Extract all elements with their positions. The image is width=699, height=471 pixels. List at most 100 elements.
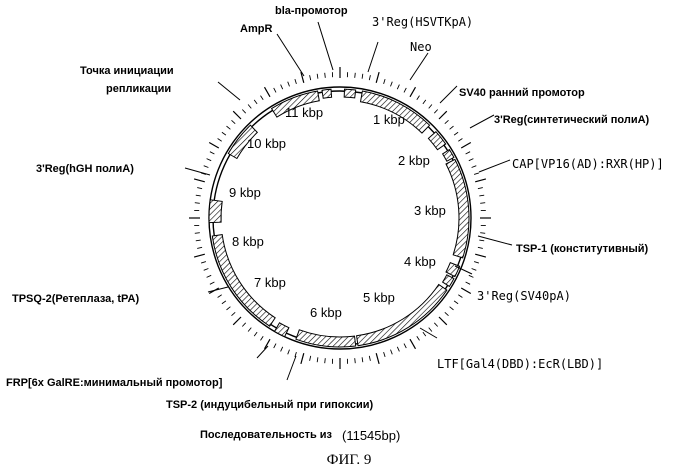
scale-tick (369, 356, 370, 361)
label-reg-hsvtkpa: 3'Reg(HSVTKpA) (372, 15, 473, 29)
scale-tick (242, 323, 245, 327)
label-frp: FRP[6x GalRE:минимальный промотор] (6, 377, 223, 389)
scale-tick (254, 100, 257, 104)
scale-tick (480, 203, 485, 204)
scale-tick (454, 301, 458, 304)
scale-tick (479, 240, 484, 241)
scale-tick (210, 152, 215, 154)
segment-reg-hsvtkpa (344, 89, 356, 98)
scale-tick (325, 73, 326, 78)
scale-tick (274, 344, 276, 349)
scale-tick (222, 132, 226, 135)
label-ltf: LTF[Gal4(DBD):EcR(LBD)] (437, 357, 603, 371)
kbp-marker-4: 4 kbp (404, 254, 436, 269)
scale-tick (475, 254, 486, 257)
scale-tick (232, 120, 236, 123)
scale-ticks (189, 67, 491, 369)
scale-tick (197, 247, 202, 248)
segment-bla-promoter (322, 89, 332, 98)
scale-tick (417, 336, 420, 340)
scale-tick (218, 295, 222, 298)
figure-caption: ФИГ. 9 (327, 452, 372, 468)
scale-tick (210, 282, 215, 284)
scale-tick (429, 328, 432, 332)
scale-tick (222, 301, 226, 304)
label-sv40-early-promoter: SV40 ранний промотор (459, 87, 585, 99)
scale-tick (196, 195, 201, 196)
scale-tick (376, 353, 379, 364)
scale-tick (201, 262, 206, 264)
scale-tick (194, 179, 205, 182)
kbp-marker-11: 11 kbp (285, 105, 323, 120)
label-ori-line2: репликации (106, 83, 171, 95)
segment-sv40-early-promoter (428, 132, 445, 150)
scale-tick (288, 82, 290, 87)
scale-tick (317, 74, 318, 79)
kbp-marker-9: 9 kbp (229, 185, 261, 200)
scale-tick (404, 344, 406, 349)
scale-tick (362, 74, 363, 79)
kbp-markers: 1 kbp 2 kbp 3 kbp 4 kbp 5 kbp 6 kbp 7 kb… (229, 105, 446, 320)
scale-tick (450, 307, 454, 310)
scale-tick (445, 312, 449, 315)
scale-tick (478, 247, 483, 248)
label-bla-promoter: bla-промотор (275, 5, 348, 17)
scale-tick (423, 100, 426, 104)
scale-tick (384, 79, 386, 84)
scale-tick (439, 317, 447, 325)
label-ampr: AmpR (240, 23, 272, 35)
feature-labels: bla-промотор 3'Reg(HSVTKpA) AmpR Neo Точ… (6, 5, 664, 411)
label-reg-hgh-polya: 3'Reg(hGH полиА) (36, 163, 134, 175)
scale-tick (479, 195, 484, 196)
scale-tick (450, 126, 454, 129)
scale-tick (288, 350, 290, 355)
scale-tick (474, 262, 479, 264)
scale-tick (478, 188, 483, 189)
scale-tick (466, 152, 471, 154)
scale-tick (261, 96, 264, 100)
scale-tick (469, 275, 474, 277)
kbp-marker-8: 8 kbp (232, 234, 264, 249)
scale-tick (458, 139, 462, 142)
scale-tick (355, 73, 356, 78)
kbp-marker-10: 10 kbp (247, 136, 286, 151)
scale-tick (472, 269, 477, 271)
scale-tick (461, 288, 471, 294)
scale-tick (295, 79, 297, 84)
scale-tick (232, 312, 236, 315)
scale-tick (439, 111, 447, 119)
kbp-marker-1: 1 kbp (373, 112, 405, 127)
label-tsp1: TSP-1 (конститутивный) (516, 243, 649, 255)
scale-tick (397, 85, 399, 90)
scale-tick (204, 166, 209, 168)
scale-tick (242, 110, 245, 114)
scale-tick (194, 254, 205, 257)
scale-tick (254, 332, 257, 336)
sequence-label: Последовательность из (200, 429, 333, 441)
scale-tick (454, 132, 458, 135)
scale-tick (376, 72, 379, 83)
label-neo: Neo (410, 40, 432, 54)
scale-tick (274, 88, 276, 93)
scale-tick (310, 75, 311, 80)
scale-tick (391, 350, 393, 355)
scale-tick (265, 87, 271, 97)
scale-tick (207, 159, 212, 161)
scale-tick (461, 143, 471, 149)
scale-tick (445, 120, 449, 123)
scale-tick (218, 139, 222, 142)
sequence-length: (11545bp) (342, 428, 400, 443)
scale-tick (466, 282, 471, 284)
scale-tick (410, 87, 416, 97)
scale-tick (355, 358, 356, 363)
scale-tick (404, 88, 406, 93)
scale-tick (480, 233, 485, 234)
scale-tick (209, 143, 219, 149)
scale-tick (429, 105, 432, 109)
scale-tick (195, 233, 200, 234)
scale-tick (423, 332, 426, 336)
scale-tick (417, 96, 420, 100)
kbp-marker-7: 7 kbp (254, 275, 286, 290)
scale-tick (281, 85, 283, 90)
label-tpsq2: TPSQ-2(Ретеплаза, tPA) (12, 293, 139, 305)
